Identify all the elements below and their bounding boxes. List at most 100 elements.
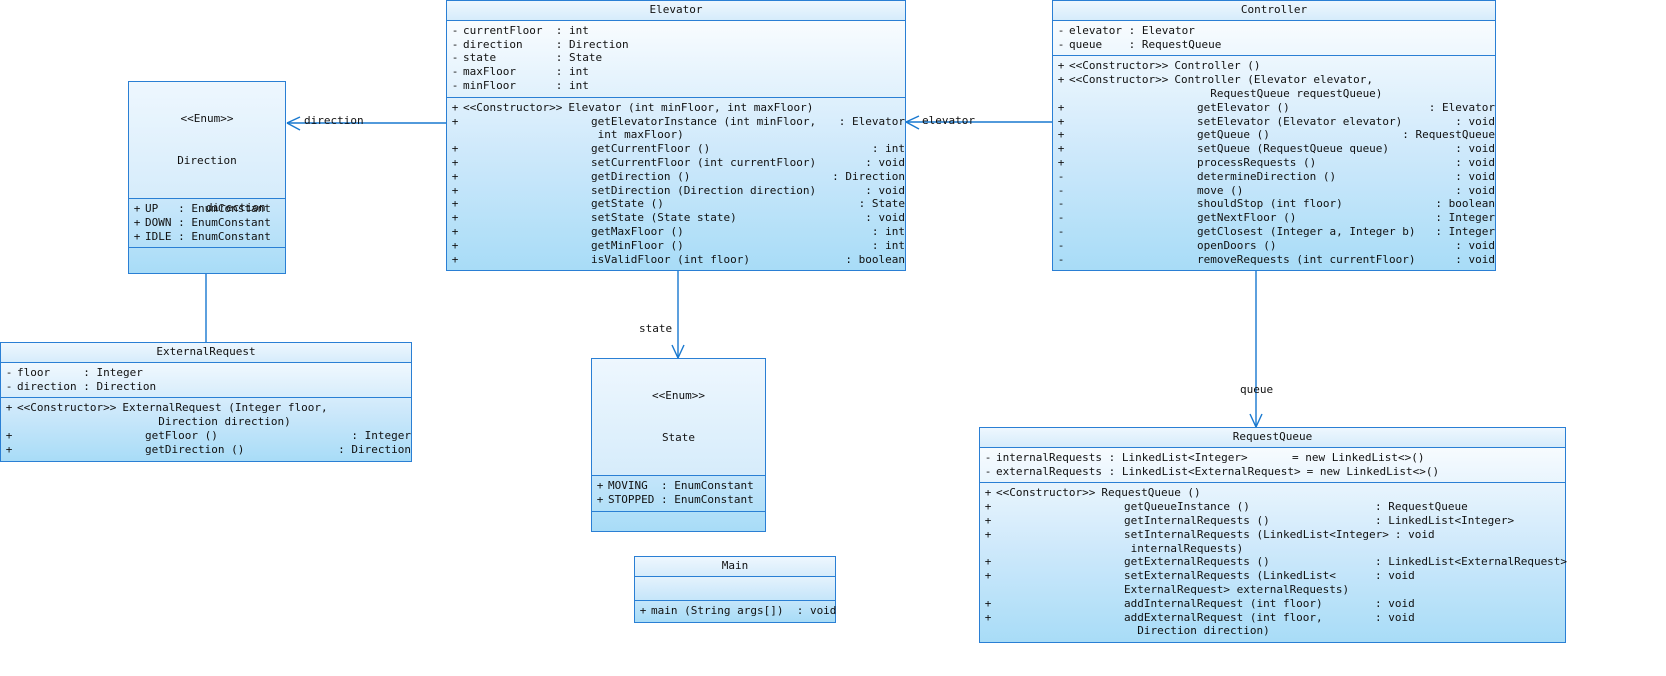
operation-signature: setQueue (RequestQueue queue)	[1197, 142, 1390, 156]
association-label-elevator-direction: direction	[304, 114, 364, 127]
operation-stereotype: <<Constructor>>	[463, 100, 563, 114]
operation-signature: int maxFloor)	[591, 128, 684, 142]
class-title-state: <<Enum>> State	[592, 359, 765, 476]
arrow-controller-elevator-b	[905, 121, 920, 130]
operation-stereotype: <<Constructor>>	[1069, 73, 1169, 87]
operation-return-type: : RequestQueue	[1402, 128, 1495, 142]
operation-row: Direction direction)	[1, 415, 411, 429]
operation-signature: addInternalRequest (int floor)	[1124, 596, 1323, 610]
operation-row: internalRequests)	[980, 542, 1565, 556]
operation-signature: setState (State state)	[591, 211, 737, 225]
operation-return-type: : int	[871, 142, 905, 156]
operation-row: + addInternalRequest (int floor) : void	[980, 597, 1565, 611]
operation-return-type: : void	[865, 155, 905, 169]
operation-signature: getMinFloor ()	[591, 238, 684, 252]
arrow-elevator-state-b	[677, 344, 685, 359]
attribute-initializer: = new LinkedList<>()	[1292, 450, 1425, 464]
attribute-row: - direction : Direction	[1, 380, 411, 394]
class-title-externalrequest: ExternalRequest	[1, 343, 411, 363]
visibility-marker: -	[1057, 211, 1065, 225]
class-box-requestqueue[interactable]: RequestQueue - internalRequests : Linked…	[979, 427, 1567, 644]
visibility-marker: +	[451, 169, 459, 183]
class-name-direction: Direction	[177, 154, 237, 167]
class-title-elevator: Elevator	[447, 1, 905, 21]
operation-row: + getState () : State	[447, 197, 905, 211]
visibility-marker: -	[451, 23, 459, 37]
visibility-marker: +	[1057, 128, 1065, 142]
operation-row: - getNextFloor () : Integer	[1053, 211, 1495, 225]
operation-signature: Elevator (int minFloor, int maxFloor)	[568, 100, 814, 114]
operation-signature: ExternalRequest> externalRequests)	[1124, 582, 1350, 596]
operation-return-type: : RequestQueue	[1375, 500, 1468, 514]
class-attributes-controller: - elevator : Elevator - queue : RequestQ…	[1053, 21, 1495, 57]
operation-row: + setQueue (RequestQueue queue) : void	[1053, 142, 1495, 156]
operation-signature: Direction direction)	[145, 415, 291, 429]
attribute-row: - direction : Direction	[447, 38, 905, 52]
operation-signature: getCurrentFloor ()	[591, 142, 711, 156]
visibility-marker: +	[451, 197, 459, 211]
operation-signature: getNextFloor ()	[1197, 211, 1297, 225]
attribute-row: + UP : EnumConstant	[129, 202, 285, 216]
visibility-marker: -	[451, 78, 459, 92]
operation-signature: shouldStop (int floor)	[1197, 197, 1343, 211]
operation-signature: setCurrentFloor (int currentFloor)	[591, 155, 817, 169]
class-operations-requestqueue: + <<Constructor>> RequestQueue () + getQ…	[980, 483, 1567, 642]
operation-row: ExternalRequest> externalRequests)	[980, 583, 1565, 597]
operation-return-type: : void	[1455, 114, 1495, 128]
operation-row: Direction direction)	[980, 624, 1565, 638]
class-attributes-state: + MOVING : EnumConstant + STOPPED : Enum…	[592, 476, 765, 512]
class-box-externalrequest[interactable]: ExternalRequest - floor : Integer - dire…	[0, 342, 412, 462]
operation-return-type: : void	[865, 183, 905, 197]
operation-row: + getCurrentFloor () : int	[447, 142, 905, 156]
operation-signature: Direction direction)	[1124, 624, 1270, 638]
operation-signature: ExternalRequest (Integer floor,	[122, 401, 328, 415]
class-stereotype-direction: <<Enum>>	[180, 112, 234, 125]
attribute-signature: STOPPED : EnumConstant	[608, 492, 754, 506]
visibility-marker: -	[984, 464, 992, 478]
class-box-state[interactable]: <<Enum>> State + MOVING : EnumConstant +…	[591, 358, 766, 532]
operation-signature: isValidFloor (int floor)	[591, 252, 750, 266]
operation-signature: determineDirection ()	[1197, 169, 1337, 183]
operation-row: + processRequests () : void	[1053, 156, 1495, 170]
operation-signature: getElevator ()	[1197, 100, 1290, 114]
attribute-row: - externalRequests : LinkedList<External…	[980, 465, 1565, 479]
visibility-marker: +	[639, 603, 647, 617]
operation-return-type: : Direction	[338, 442, 411, 456]
operation-stereotype: <<Constructor>>	[1069, 59, 1169, 73]
visibility-marker: +	[133, 229, 141, 243]
visibility-marker: +	[984, 513, 992, 527]
class-box-direction[interactable]: <<Enum>> Direction + UP : EnumConstant +…	[128, 81, 286, 275]
operation-return-type: : Integer	[1435, 224, 1495, 238]
operation-row: int maxFloor)	[447, 128, 905, 142]
visibility-marker: -	[1057, 238, 1065, 252]
visibility-marker: +	[451, 100, 459, 114]
operation-row: + getFloor () : Integer	[1, 429, 411, 443]
attribute-row: - elevator : Elevator	[1053, 24, 1495, 38]
class-operations-direction	[129, 248, 285, 273]
operation-row: + setElevator (Elevator elevator) : void	[1053, 115, 1495, 129]
attribute-row: - queue : RequestQueue	[1053, 38, 1495, 52]
visibility-marker: +	[5, 401, 13, 415]
operation-return-type: : Elevator	[838, 114, 905, 128]
operation-row: - openDoors () : void	[1053, 239, 1495, 253]
class-box-elevator[interactable]: Elevator - currentFloor : int - directio…	[446, 0, 906, 272]
class-box-main[interactable]: Main + main (String args[]) : void	[634, 556, 836, 623]
visibility-marker: -	[1057, 224, 1065, 238]
operation-signature: addExternalRequest (int floor,	[1124, 610, 1323, 624]
visibility-marker: +	[451, 238, 459, 252]
operation-row: + setCurrentFloor (int currentFloor) : v…	[447, 156, 905, 170]
operation-row: - determineDirection () : void	[1053, 170, 1495, 184]
operation-row: + <<Constructor>> RequestQueue ()	[980, 486, 1565, 500]
arrow-controller-queue-a	[1249, 413, 1257, 428]
attribute-row: - floor : Integer	[1, 366, 411, 380]
visibility-marker: +	[451, 155, 459, 169]
class-box-controller[interactable]: Controller - elevator : Elevator - queue…	[1052, 0, 1496, 272]
operation-return-type: : void	[1455, 252, 1495, 266]
arrow-controller-queue-b	[1255, 413, 1263, 428]
operation-return-type: : void	[1375, 610, 1415, 624]
operation-signature: getQueue ()	[1197, 128, 1270, 142]
operation-return-type: : void	[1375, 596, 1415, 610]
attribute-row: + MOVING : EnumConstant	[592, 479, 765, 493]
visibility-marker: +	[451, 224, 459, 238]
